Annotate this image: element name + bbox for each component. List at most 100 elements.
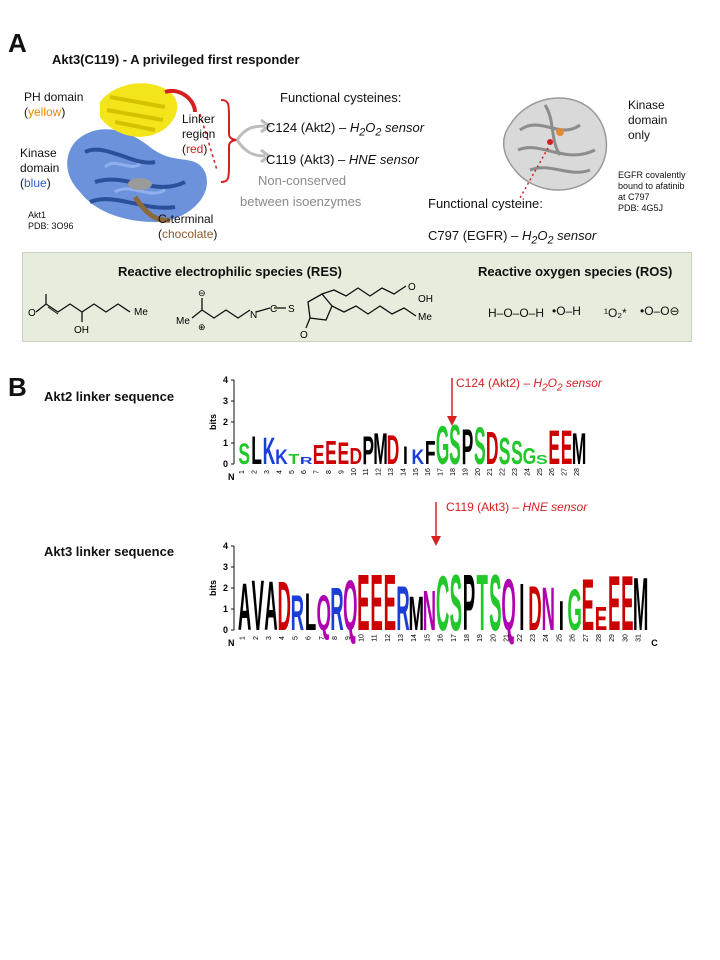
logo-letter: K xyxy=(411,447,424,470)
logo-letter: E xyxy=(621,560,633,647)
y-tick-label: 4 xyxy=(223,375,228,385)
logo-letter: R xyxy=(330,575,343,644)
logo-letter: P xyxy=(462,419,474,475)
svg-text:N: N xyxy=(423,579,436,642)
logo-letter: I xyxy=(559,593,564,640)
logo-letter: I xyxy=(403,441,408,470)
svg-text:I: I xyxy=(403,441,408,470)
position-label: 22 xyxy=(500,468,507,476)
svg-text:E: E xyxy=(338,437,350,472)
svg-text:G: G xyxy=(523,444,537,470)
logo-letter: M xyxy=(633,561,649,646)
akt1-pdb-label: Akt1 PDB: 3O96 xyxy=(28,210,74,231)
logo-letter: G xyxy=(436,414,450,476)
logo-letter: P xyxy=(463,560,475,648)
hne-oh-label: OH xyxy=(74,325,89,336)
svg-text:E: E xyxy=(370,560,382,648)
position-label: 21 xyxy=(504,634,511,642)
y-tick-label: 2 xyxy=(223,583,228,593)
svg-text:R: R xyxy=(396,573,409,644)
sulforaphane-n-label: N xyxy=(250,310,257,321)
position-label: 23 xyxy=(512,468,519,476)
position-label: 16 xyxy=(425,468,432,476)
svg-text:E: E xyxy=(384,560,396,648)
svg-text:E: E xyxy=(325,434,337,472)
akt1-structure-image xyxy=(67,83,218,223)
logo-letter: S xyxy=(450,560,462,648)
logo-letter: R xyxy=(300,455,313,467)
res-ros-box xyxy=(22,252,692,342)
logo-letter: S xyxy=(499,431,511,473)
svg-text:K: K xyxy=(275,447,288,470)
position-label: 14 xyxy=(411,634,418,642)
akt3-c119-annotation: C119 (Akt3) – HNE sensor xyxy=(446,500,588,514)
svg-text:Q: Q xyxy=(501,564,515,646)
svg-text:S: S xyxy=(474,418,486,476)
linker-bracket xyxy=(220,99,272,183)
y-tick-label: 1 xyxy=(223,438,228,448)
logo-letter: M xyxy=(373,426,388,475)
logo-letter: D xyxy=(277,567,290,645)
svg-text:K: K xyxy=(411,447,424,470)
logo-letter: E xyxy=(357,560,369,648)
svg-text:L: L xyxy=(305,583,316,642)
logo-letter: N xyxy=(423,579,436,642)
logo-letter: E xyxy=(548,420,560,475)
position-label: 3 xyxy=(266,636,273,640)
y-axis-title: bits xyxy=(208,414,218,430)
prostaglandin-structure: O O OH Me xyxy=(300,282,433,340)
c-terminal-label: C-terminal (chocolate) xyxy=(158,212,218,241)
position-label: 27 xyxy=(583,634,590,642)
position-label: 2 xyxy=(253,636,260,640)
position-label: 17 xyxy=(451,634,458,642)
svg-text:S: S xyxy=(499,431,511,473)
position-label: 15 xyxy=(424,634,431,642)
svg-text:E: E xyxy=(357,560,369,648)
logo-letter: E xyxy=(595,599,607,637)
svg-text:D: D xyxy=(486,423,499,475)
panel-b-label: B xyxy=(8,372,27,402)
position-label: 2 xyxy=(252,470,259,474)
akt3-c119-arrow xyxy=(431,502,441,546)
prostaglandin-oh-label: OH xyxy=(418,294,433,305)
y-tick-label: 1 xyxy=(223,604,228,614)
n-terminus-label: N xyxy=(228,638,235,648)
svg-text:T: T xyxy=(477,560,488,648)
svg-text:E: E xyxy=(608,560,620,647)
position-label: 17 xyxy=(438,468,445,476)
functional-cysteines-title: Functional cysteines: xyxy=(280,90,402,105)
svg-text:P: P xyxy=(462,419,474,475)
svg-text:L: L xyxy=(251,428,262,473)
svg-text:S: S xyxy=(238,438,250,471)
position-label: 31 xyxy=(636,634,643,642)
y-tick-label: 3 xyxy=(223,396,228,406)
hne-structure: O OH Me xyxy=(28,294,148,336)
ros-singlet-oxygen: ¹O₂* xyxy=(604,306,627,320)
logo-letter: M xyxy=(408,586,424,640)
svg-text:D: D xyxy=(387,426,400,473)
logo-letter: S xyxy=(474,418,486,476)
position-label: 14 xyxy=(400,468,407,476)
position-label: 18 xyxy=(450,468,457,476)
position-label: 28 xyxy=(596,634,603,642)
svg-text:V: V xyxy=(252,567,265,646)
ros-superoxide: •O–O⊖ xyxy=(640,304,680,318)
hne-me-label: Me xyxy=(134,307,148,318)
panel-a-title: Akt3(C119) - A privileged first responde… xyxy=(52,52,300,67)
position-label: 13 xyxy=(388,468,395,476)
svg-text:E: E xyxy=(621,560,633,647)
svg-text:D: D xyxy=(277,567,290,645)
non-conserved-line1: Non-conserved xyxy=(258,173,347,188)
position-label: 11 xyxy=(372,634,379,641)
y-tick-label: 4 xyxy=(223,541,228,551)
position-label: 23 xyxy=(530,634,537,642)
logo-letter: C xyxy=(436,560,449,647)
logo-letter: T xyxy=(288,451,299,467)
y-tick-label: 3 xyxy=(223,562,228,572)
position-label: 26 xyxy=(570,634,577,642)
logo-letter: A xyxy=(238,570,251,645)
svg-text:S: S xyxy=(450,560,462,648)
logo-letter: S xyxy=(536,453,548,467)
sulforaphane-c-label: C xyxy=(270,304,277,315)
